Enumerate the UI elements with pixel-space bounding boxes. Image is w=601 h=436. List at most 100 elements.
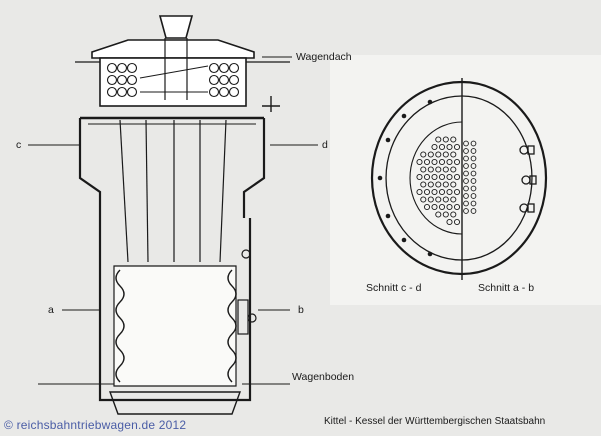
tube-hole <box>423 158 431 166</box>
chimney <box>158 15 194 39</box>
label-section-c: c <box>16 139 22 151</box>
tube-hole <box>450 181 457 188</box>
tube-hole <box>435 166 442 173</box>
flue-tubes <box>119 119 227 263</box>
tube-hole <box>431 158 438 166</box>
tube-hole <box>453 203 461 211</box>
water-gauge <box>237 299 249 335</box>
tube-hole <box>463 140 469 147</box>
tube-hole <box>463 193 469 199</box>
tube-hole <box>470 200 477 207</box>
tube-hole <box>446 203 453 211</box>
tube-hole <box>431 188 438 196</box>
tube-hole <box>446 188 453 196</box>
tube-hole <box>435 211 442 218</box>
roof-chamber <box>99 57 247 107</box>
tube-hole <box>431 203 438 211</box>
tube-hole <box>470 185 477 192</box>
tube-hole <box>442 196 449 203</box>
label-wagendach: Wagendach <box>296 51 352 63</box>
upper-drum <box>78 118 266 218</box>
tube-hole <box>416 173 423 181</box>
label-schnitt-cd: Schnitt c - d <box>366 282 422 294</box>
tube-hole <box>416 158 423 166</box>
section-ab-outer <box>461 80 548 276</box>
tube-hole <box>463 178 469 184</box>
firebox <box>113 265 237 387</box>
tube-hole <box>420 181 427 188</box>
tube-hole <box>431 173 438 181</box>
cross-section <box>370 78 548 280</box>
tube-hole <box>453 158 461 166</box>
tube-hole <box>453 143 461 151</box>
tube-hole <box>446 143 453 151</box>
tube-hole <box>463 185 469 192</box>
copyright-notice: © reichsbahntriebwagen.de 2012 <box>4 418 187 432</box>
corrugated-wall-right <box>227 269 237 383</box>
tube-hole <box>442 136 449 143</box>
tube-hole <box>450 196 457 203</box>
section-background <box>330 55 601 305</box>
ash-pan <box>109 391 241 415</box>
boiler-longitudinal-section <box>75 15 290 415</box>
tube-hole <box>435 181 442 188</box>
tube-hole <box>470 193 477 199</box>
tube-hole <box>450 211 457 218</box>
tube-plate-holes <box>416 136 477 226</box>
tube-hole <box>446 173 453 181</box>
flange-bolts <box>377 99 433 257</box>
tube-hole <box>450 166 457 173</box>
tube-hole <box>438 143 446 151</box>
tube-hole <box>438 173 446 181</box>
tube-hole <box>427 181 434 188</box>
tube-coil-right <box>208 62 240 98</box>
tube-hole <box>435 151 442 158</box>
tube-hole <box>427 151 434 158</box>
label-section-b: b <box>298 304 304 316</box>
tube-hole <box>438 203 446 211</box>
tube-hole <box>442 211 449 218</box>
label-wagenboden: Wagenboden <box>292 371 355 383</box>
leader-lines <box>28 56 318 385</box>
tube-hole <box>463 170 469 177</box>
corrugated-wall-left <box>115 269 125 383</box>
tube-hole <box>470 178 477 184</box>
tube-hole <box>470 148 477 154</box>
tube-hole <box>420 196 427 203</box>
tube-hole <box>427 166 434 173</box>
tube-hole <box>438 188 446 196</box>
section-ab-fittings <box>519 145 537 213</box>
tube-hole <box>446 158 453 166</box>
tube-hole <box>420 151 427 158</box>
tube-hole <box>453 218 461 226</box>
tube-hole <box>423 203 431 211</box>
tube-hole <box>431 143 438 151</box>
tube-hole <box>470 155 477 162</box>
section-ab-inner <box>461 95 533 261</box>
tube-hole <box>420 166 427 173</box>
tube-hole <box>463 163 469 169</box>
tube-hole <box>470 163 477 169</box>
roof-cover <box>91 39 255 59</box>
tube-hole <box>470 170 477 177</box>
tube-hole <box>450 151 457 158</box>
tube-hole <box>453 188 461 196</box>
tube-hole <box>438 158 446 166</box>
tube-hole <box>463 200 469 207</box>
label-schnitt-ab: Schnitt a - b <box>478 282 535 294</box>
tube-hole <box>442 181 449 188</box>
tube-hole <box>463 208 469 214</box>
top-valve <box>262 96 280 112</box>
tube-hole <box>470 208 477 214</box>
tube-coil-left <box>106 62 138 98</box>
section-cd-outer <box>370 80 463 276</box>
lower-shell <box>98 218 252 402</box>
tube-hole <box>453 173 461 181</box>
tube-hole <box>435 136 442 143</box>
label-section-a: a <box>48 304 54 316</box>
tube-hole <box>450 136 457 143</box>
section-cd-inner <box>385 95 463 261</box>
tube-hole <box>442 151 449 158</box>
